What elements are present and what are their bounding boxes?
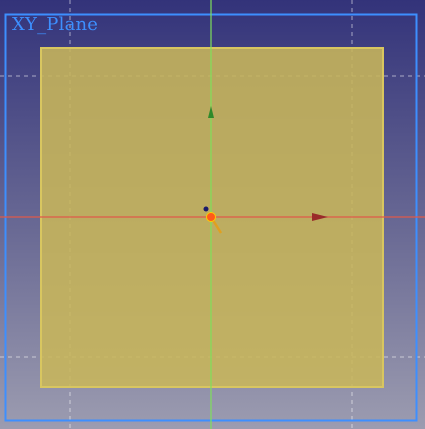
arrow-up-icon (208, 106, 214, 118)
arrow-right-icon (312, 213, 328, 221)
plane-label: XY_Plane (12, 14, 99, 35)
origin-marker-icon (203, 206, 223, 234)
